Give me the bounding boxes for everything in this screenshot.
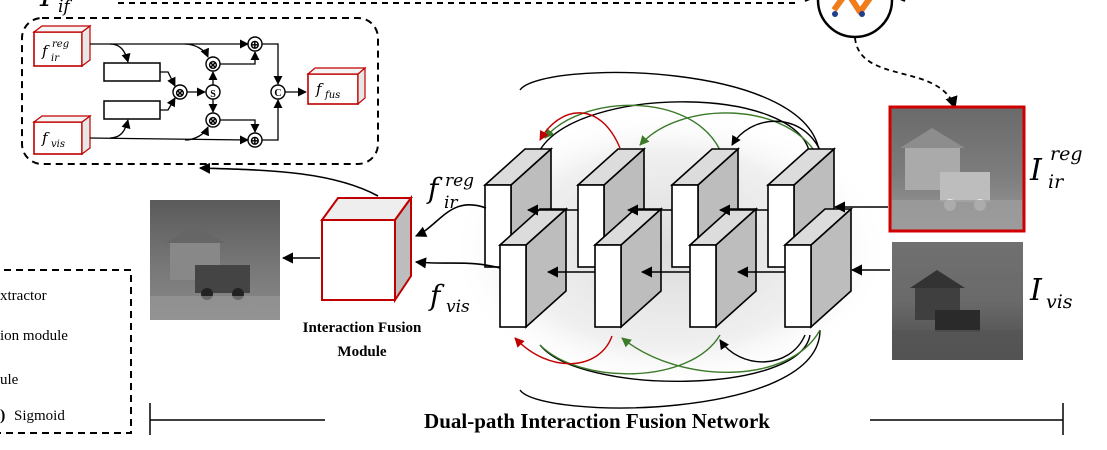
network-title: Dual-path Interaction Fusion Network [424,409,770,433]
arrow-vis-to-module [414,257,501,269]
vis-input-image [892,242,1023,360]
bottom-skip-arcs [514,329,821,409]
feature-blocks [482,147,854,329]
inset-vis-sub: vis [51,139,65,150]
op-mul-1: ⊗ [175,85,186,100]
vis-block-4 [782,207,854,329]
label-Ivis-base: I [1029,273,1043,308]
network-span-indicator [149,403,1064,435]
arrow-ir-to-module [414,204,487,237]
symbol-sub: if [58,0,72,17]
op-concat: C [274,88,281,99]
inset-conv-bottom [103,100,161,120]
op-mul-2: ⊗ [208,57,219,72]
label-Iir-sub: ir [1048,171,1065,193]
inset-ir-cube: f reg ir [32,24,92,68]
fusion-module-label: Interaction Fusion Module [303,320,422,360]
inset-fus-sub: fus [324,90,340,101]
legend-sigmoid-mark: ) [0,407,5,424]
dashed-arrow-to-ir [854,37,958,110]
ir-input-image [888,105,1026,233]
input-label-vis: I vis [1029,273,1073,313]
label-Ivis-sub: vis [1046,291,1073,313]
inset-ir-sup: reg [52,39,69,50]
fusion-module-label-line1: Interaction Fusion [303,320,422,336]
label-fir-sup: reg [445,171,474,191]
inset-fus-cube: f fus [306,66,367,106]
op-sigmoid: S [210,89,216,100]
registration-icon [804,0,906,39]
legend-item-4: Sigmoid [14,408,65,424]
vis-block-1 [497,207,569,329]
label-fvis-base: f [428,279,445,312]
label-fvis-sub: vis [446,297,470,317]
op-mul-3: ⊗ [208,113,219,128]
fusion-module-label-line2: Module [337,344,387,360]
inset-conv-top [103,62,161,82]
label-Iir-base: I [1029,153,1043,188]
top-skip-arcs [519,71,821,161]
arrow-module-to-inset [198,162,379,197]
legend-item-3: ule [0,372,19,388]
inset-vis-base: f [41,129,50,147]
inset-vis-cube: f vis [32,114,92,156]
label-fir-sub: ir [444,193,458,213]
inset-fus-base: f [315,80,324,98]
symbol-base: I [39,0,53,14]
legend-item-1: xtractor [0,288,47,304]
op-add-1: ⊕ [250,37,261,52]
fusion-detail-inset: f reg ir f vis f fus ⊗ S [21,17,379,165]
inset-ir-base: f [41,42,50,60]
interaction-fusion-module-cube [320,194,413,304]
input-label-ir: I reg ir [1029,143,1083,193]
label-fir-base: f [426,172,443,205]
vis-block-3 [687,207,759,329]
inset-ir-sub: ir [51,53,60,64]
label-Iir-sup: reg [1050,143,1083,165]
fused-output-image [150,200,280,320]
op-add-2: ⊕ [250,133,261,148]
legend-item-2: ion module [0,328,68,344]
top-left-symbol: I if [39,0,72,17]
legend-box: xtractor ion module ule ) Sigmoid [0,269,132,434]
